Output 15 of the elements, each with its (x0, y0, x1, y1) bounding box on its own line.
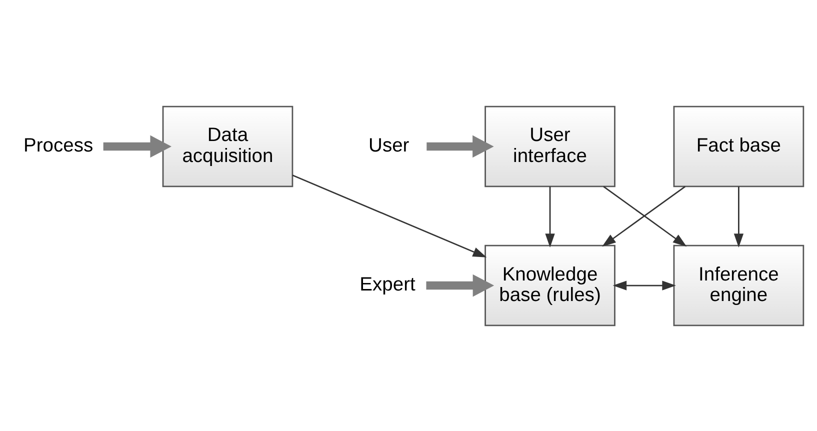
arrow (545, 186, 555, 247)
arrow (426, 134, 494, 158)
node-box: Knowledge base (rules) (484, 244, 616, 326)
arrow (734, 186, 744, 247)
arrow (426, 274, 494, 296)
node-text: Process (24, 135, 94, 156)
node-box: User interface (484, 105, 616, 187)
node-box: Data acquisition (162, 105, 294, 187)
arrow (103, 134, 172, 158)
arrow (292, 174, 487, 257)
node-text: User (368, 135, 410, 156)
node-box: Fact base (673, 105, 804, 187)
node-box: Inference engine (673, 244, 804, 326)
arrow (612, 280, 676, 290)
node-text: Expert (360, 274, 416, 296)
